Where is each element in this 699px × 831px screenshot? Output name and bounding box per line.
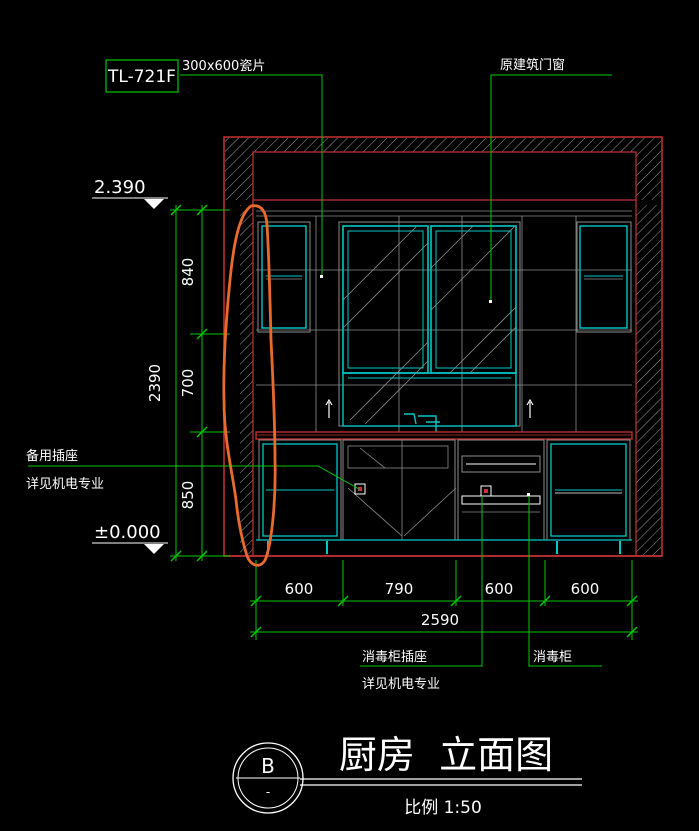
- dim-vertical-upper: 840: [179, 258, 197, 287]
- level-top-text: 2.390: [94, 177, 146, 198]
- left-wall-hatch: [240, 205, 253, 555]
- countertop: [255, 431, 633, 440]
- wall-structure: [223, 136, 663, 557]
- material-tag: TL-721F: [105, 59, 179, 93]
- section-letter: B: [261, 754, 275, 778]
- right-wall-hatch: [636, 205, 661, 555]
- tile-note: 300x600瓷片: [182, 59, 265, 74]
- drawing-scale: 比例 1:50: [404, 798, 482, 818]
- leader-dots: [320, 275, 530, 496]
- horizontal-dimensions: [250, 560, 638, 640]
- section-circle: [232, 742, 304, 814]
- dim-segment-3: 600: [485, 580, 514, 598]
- section-sub: -: [266, 785, 270, 799]
- right-beam-hatch: [636, 152, 661, 200]
- spare-outlet-symbol: [354, 483, 366, 495]
- title-block: B - 厨房 立面图 比例 1:50: [232, 733, 582, 818]
- outlet-arrows: [325, 398, 534, 418]
- upper-cabinet-left: [257, 221, 311, 333]
- dim-horizontal-total: 2590: [421, 611, 459, 629]
- sterilizer-cabinet-note: 消毒柜: [533, 650, 572, 665]
- sterilizer-outlet-symbol: [480, 485, 492, 497]
- level-marker-floor: [92, 542, 168, 554]
- window: [338, 221, 521, 427]
- spare-outlet-note-line1: 备用插座: [26, 448, 78, 464]
- dim-vertical-lower: 850: [179, 481, 197, 510]
- leader-lines: [28, 74, 612, 667]
- faucet: [404, 413, 440, 432]
- dim-vertical-middle: 700: [179, 369, 197, 398]
- level-marker-top: [92, 197, 168, 209]
- upper-cabinet-right: [576, 221, 632, 333]
- dim-segment-1: 600: [285, 580, 314, 598]
- left-beam-hatch: [225, 152, 253, 200]
- cabinet-legs: [267, 541, 621, 554]
- dim-segment-2: 790: [385, 580, 414, 598]
- ceiling-slab-hatch: [225, 138, 661, 152]
- wall-tile-grid: [256, 210, 632, 433]
- sterilizer-outlet-note-line1: 消毒柜插座: [362, 650, 427, 665]
- highlight-annotation-loop: [222, 204, 277, 567]
- dim-vertical-total: 2390: [146, 364, 164, 402]
- window-note: 原建筑门窗: [500, 57, 565, 73]
- dim-segment-4: 600: [571, 580, 600, 598]
- vertical-dimensions: [170, 204, 230, 562]
- drawing-title: 厨房 立面图: [339, 733, 553, 777]
- level-floor-text: ±0.000: [94, 522, 161, 543]
- soffit-outline: [252, 151, 637, 201]
- sterilizer-outlet-note-line2: 详见机电专业: [362, 677, 440, 692]
- base-cabinets: [256, 439, 632, 541]
- material-tag-code: TL-721F: [107, 67, 176, 87]
- spare-outlet-note-line2: 详见机电专业: [26, 477, 104, 492]
